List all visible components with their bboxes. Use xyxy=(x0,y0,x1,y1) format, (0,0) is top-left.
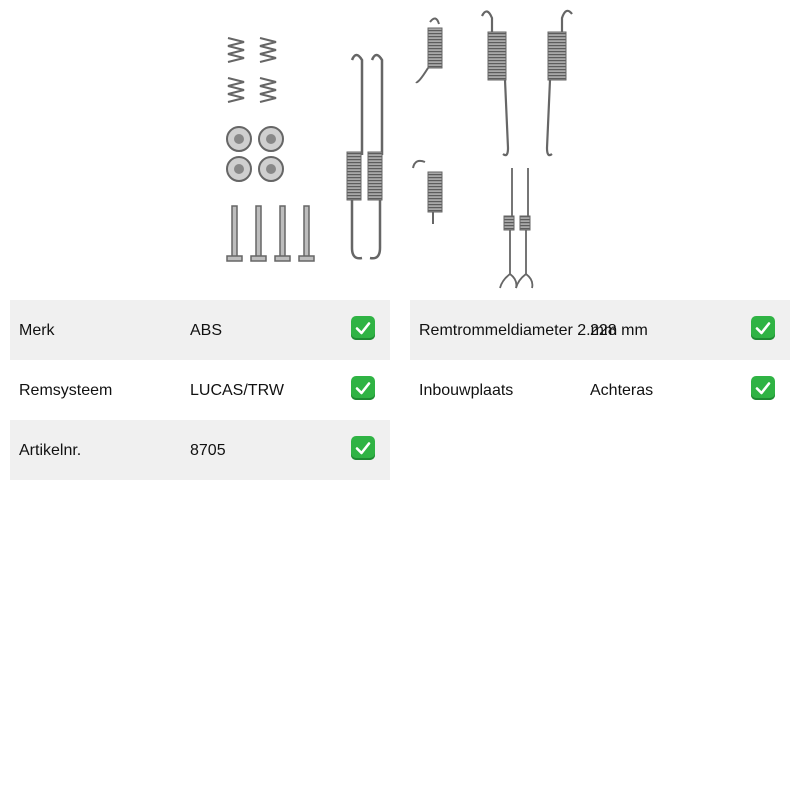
spec-row-inbouwplaats: Inbouwplaats Achteras xyxy=(410,360,790,420)
spec-row-artikelnr: Artikelnr. 8705 xyxy=(10,420,390,480)
spec-label: Remsysteem xyxy=(19,382,113,399)
small-spring-icon xyxy=(227,37,277,103)
spec-label: Inbouwplaats xyxy=(419,382,514,399)
check-icon xyxy=(351,316,375,340)
washer-icon xyxy=(226,126,284,182)
check-icon xyxy=(751,376,775,400)
spec-value: Achteras xyxy=(590,382,654,399)
spec-value: 8705 xyxy=(190,442,226,459)
tall-spring-icon xyxy=(481,9,573,157)
short-spring-icon xyxy=(412,17,443,224)
spec-row-remtrommeldiameter: Remtrommeldiameter 2.mm 228 mm xyxy=(410,300,790,360)
spec-table-right: Remtrommeldiameter 2.mm 228 mm Inbouwpla… xyxy=(410,300,790,420)
spec-row-merk: Merk ABS xyxy=(10,300,390,360)
spec-label: Artikelnr. xyxy=(19,442,82,459)
product-image xyxy=(226,9,573,289)
pin-icon xyxy=(226,205,315,262)
check-icon xyxy=(351,376,375,400)
spec-label: Remtrommeldiameter 2.mm xyxy=(419,322,618,339)
check-icon xyxy=(751,316,775,340)
spec-table-left: Merk ABS Remsysteem LUCAS/TRW Artikelnr.… xyxy=(10,300,390,480)
spec-row-remsysteem: Remsysteem LUCAS/TRW xyxy=(10,360,390,420)
spec-value: LUCAS/TRW xyxy=(190,382,284,399)
adjuster-spring-icon xyxy=(499,168,534,289)
spec-label: Merk xyxy=(19,322,55,339)
spec-value: 228 mm xyxy=(590,322,648,339)
check-icon xyxy=(351,436,375,460)
return-spring-icon xyxy=(346,53,384,260)
spec-value: ABS xyxy=(190,322,223,339)
